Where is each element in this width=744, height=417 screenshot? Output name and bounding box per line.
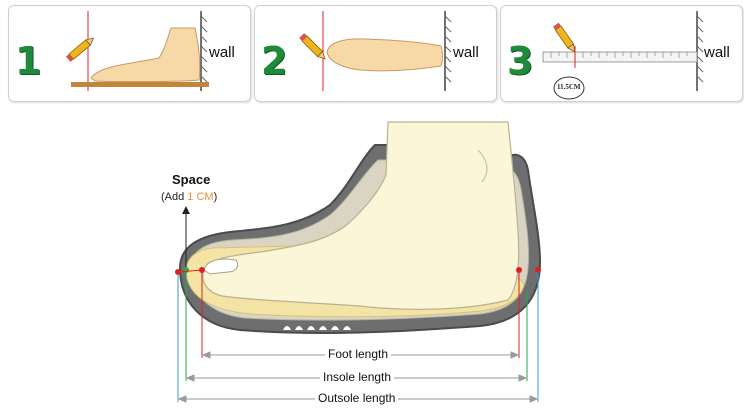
sole-grip <box>283 326 351 330</box>
heel-outsole-marker <box>535 267 541 273</box>
step-1-illustration <box>65 11 209 91</box>
outsole-length-label: Outsole length <box>315 391 399 405</box>
foot-side-view <box>90 27 201 83</box>
pencil-icon <box>552 22 576 53</box>
space-amount: 1 CM <box>187 191 214 203</box>
pencil-icon <box>65 37 95 62</box>
step-1-number: 1 <box>15 39 42 83</box>
space-prefix: (Add <box>161 191 188 203</box>
foot-length-label: Foot length <box>325 347 392 361</box>
space-title: Space <box>172 172 211 187</box>
foot-top-view <box>326 38 443 72</box>
ruler <box>542 51 698 63</box>
ruler-reading: 11.5CM <box>557 83 581 91</box>
step-3-number: 3 <box>507 39 534 83</box>
reading-callout <box>553 76 585 100</box>
step-1-wall-label: wall <box>209 44 235 61</box>
floor-board <box>71 82 209 87</box>
insole-length-label: Insole length <box>320 370 395 384</box>
space-suffix: ) <box>213 191 218 203</box>
step-3-wall-label: wall <box>704 44 730 61</box>
step-3-illustration <box>542 11 704 100</box>
step-3-panel: 3 11.5CM wall <box>500 5 743 102</box>
step-2-number: 2 <box>261 39 288 83</box>
pencil-icon <box>299 33 326 60</box>
heel-foot-marker <box>516 267 522 273</box>
foot <box>202 121 520 310</box>
step-2-wall-label: wall <box>453 44 479 61</box>
step-2-illustration <box>299 11 452 91</box>
step-2-panel: 2 wall <box>254 5 497 102</box>
space-subtitle: (Add 1 CM) <box>161 191 217 203</box>
step-1-panel: 1 wall <box>8 5 251 102</box>
space-arrow-head <box>182 206 190 214</box>
big-toe <box>203 258 239 275</box>
